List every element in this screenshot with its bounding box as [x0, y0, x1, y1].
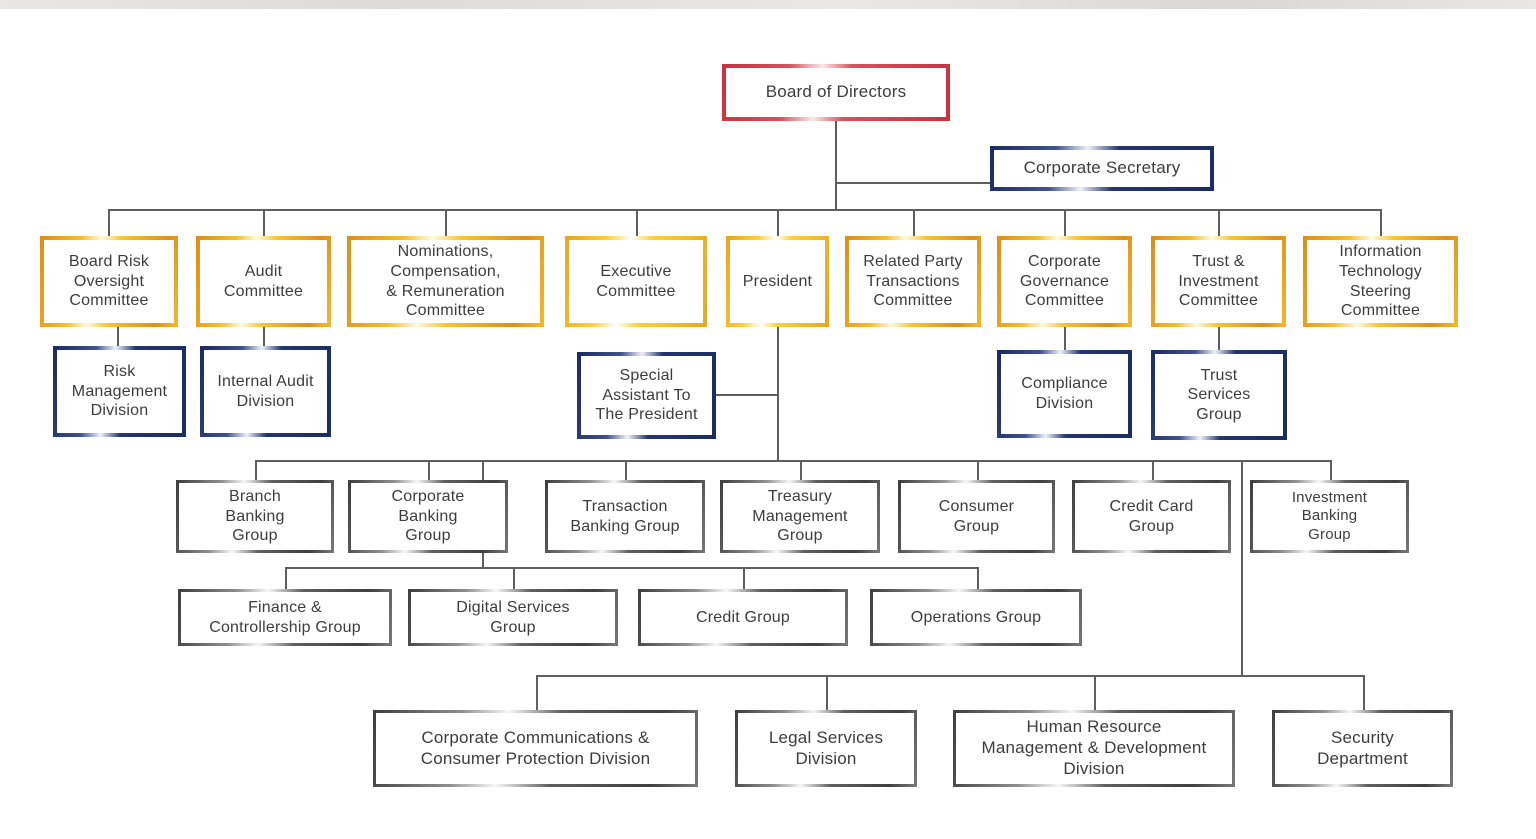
connector-drop: [636, 209, 638, 236]
connector-drop: [1152, 460, 1154, 480]
connector-drop: [255, 460, 257, 480]
node-corporate-banking-group: Corporate Banking Group: [348, 480, 508, 553]
connector-drop: [977, 460, 979, 480]
connector-feed-bottom: [1241, 460, 1243, 677]
connector-drop: [1218, 327, 1220, 350]
node-special-assistant-to-the-president: Special Assistant To The President: [577, 352, 716, 439]
node-nominations-compensation-remuneration-committee: Nominations, Compensation, & Remuneratio…: [347, 236, 544, 327]
node-credit-card-group: Credit Card Group: [1072, 480, 1231, 553]
connector-drop: [108, 209, 110, 236]
node-treasury-management-group: Treasury Management Group: [720, 480, 880, 553]
node-trust-services-group: Trust Services Group: [1151, 350, 1287, 440]
connector-row4: [285, 567, 979, 569]
connector-drop: [1363, 675, 1365, 710]
connector-bottom-row: [536, 675, 1365, 677]
connector-drop: [1064, 209, 1066, 236]
node-corporate-governance-committee: Corporate Governance Committee: [997, 236, 1132, 327]
connector-drop: [1380, 209, 1382, 236]
node-related-party-transactions-committee: Related Party Transactions Committee: [845, 236, 981, 327]
connector-drop: [1094, 675, 1096, 710]
node-board-of-directors: Board of Directors: [722, 64, 950, 121]
node-corporate-secretary: Corporate Secretary: [990, 146, 1214, 191]
node-audit-committee: Audit Committee: [196, 236, 331, 327]
node-transaction-banking-group: Transaction Banking Group: [545, 480, 705, 553]
node-digital-services-group: Digital Services Group: [408, 589, 618, 646]
connector-special-assistant: [716, 394, 777, 396]
connector-drop: [625, 460, 627, 480]
node-consumer-group: Consumer Group: [898, 480, 1055, 553]
node-board-risk-oversight-committee: Board Risk Oversight Committee: [40, 236, 178, 327]
connector-drop: [263, 209, 265, 236]
node-security-department: Security Department: [1272, 710, 1453, 787]
node-president: President: [726, 236, 829, 327]
bottom-edge-strip: [0, 0, 1536, 9]
node-legal-services-division: Legal Services Division: [735, 710, 917, 787]
connector-board-down: [835, 121, 837, 210]
node-corporate-communications-consumer-protection-division: Corporate Communications & Consumer Prot…: [373, 710, 698, 787]
connector-drop: [1330, 460, 1332, 480]
node-finance-controllership-group: Finance & Controllership Group: [178, 589, 392, 646]
connector-drop: [428, 460, 430, 480]
node-human-resource-management-development-division: Human Resource Management & Development …: [953, 710, 1235, 787]
connector-drop: [1218, 209, 1220, 236]
connector-drop: [743, 567, 745, 589]
connector-drop: [913, 209, 915, 236]
node-credit-group: Credit Group: [638, 589, 848, 646]
connector-drop: [536, 675, 538, 710]
connector-committees: [108, 209, 1382, 211]
connector-drop: [800, 460, 802, 480]
connector-drop: [977, 567, 979, 589]
connector-drop: [285, 567, 287, 589]
node-operations-group: Operations Group: [870, 589, 1082, 646]
connector-drop: [513, 567, 515, 589]
connector-drop: [1064, 327, 1066, 350]
node-trust-investment-committee: Trust & Investment Committee: [1151, 236, 1286, 327]
connector-drop: [445, 209, 447, 236]
connector-drop: [117, 327, 119, 346]
connector-president-down: [777, 327, 779, 462]
node-compliance-division: Compliance Division: [997, 350, 1132, 438]
node-information-technology-steering-committee: Information Technology Steering Committe…: [1303, 236, 1458, 327]
node-investment-banking-group: Investment Banking Group: [1250, 480, 1409, 553]
connector-drop: [777, 209, 779, 236]
node-internal-audit-division: Internal Audit Division: [200, 346, 331, 437]
node-executive-committee: Executive Committee: [565, 236, 707, 327]
node-branch-banking-group: Branch Banking Group: [176, 480, 334, 553]
node-risk-management-division: Risk Management Division: [53, 346, 186, 437]
connector-groups-row: [255, 460, 1332, 462]
connector-secretary: [835, 182, 990, 184]
connector-drop: [263, 327, 265, 346]
connector-drop: [826, 675, 828, 710]
